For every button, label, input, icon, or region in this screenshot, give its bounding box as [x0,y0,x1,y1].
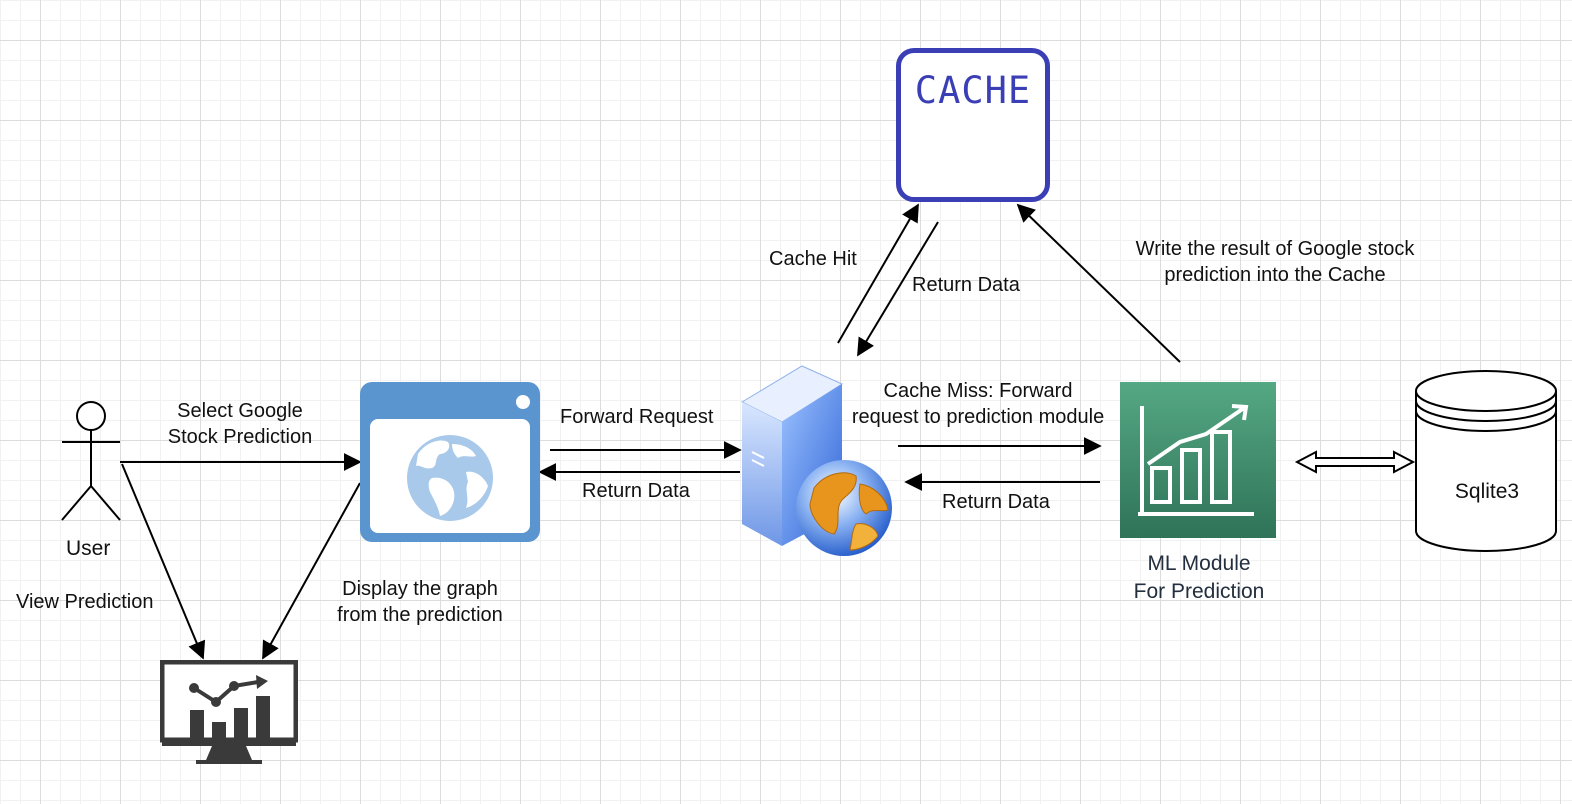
cache-hit-label: Cache Hit [769,248,857,270]
select-label-line1: Select Google [177,400,303,422]
cache-miss-label-line1: Cache Miss: Forward [883,380,1073,402]
ml-db-link [1294,450,1416,474]
select-label-line2: Stock Prediction [167,426,313,448]
ml-label-line1: ML Module [1147,552,1251,575]
return-data-ml-label: Return Data [942,491,1050,513]
ml-label-line2: For Prediction [1133,580,1265,603]
cache-box: CACHE [896,48,1050,202]
write-cache-label-line1: Write the result of Google stock [1135,238,1415,260]
user-actor-icon [61,401,121,521]
web-server-icon [740,365,892,556]
forward-request-label: Forward Request [560,406,714,428]
cache-label: CACHE [914,69,1032,112]
write-cache-label-line2: prediction into the Cache [1164,264,1386,286]
view-prediction-label: View Prediction [16,591,154,613]
cache-miss-label-line2: request to prediction module [851,406,1105,428]
display-label-line2: from the prediction [337,604,503,626]
view-arrow [121,463,206,660]
database-cylinder-icon [1415,370,1557,552]
return-data-cache-label: Return Data [912,274,1020,296]
monitor-chart-icon [160,660,298,764]
return-data-browser-label: Return Data [582,480,690,502]
display-arrow [262,482,361,660]
write-cache-arrow [1016,203,1181,363]
display-label-line1: Display the graph [342,578,498,600]
cache-hit-arrow [837,203,919,344]
return-cache-arrow [857,221,939,357]
ml-module-icon [1120,382,1276,538]
database-label: Sqlite3 [1454,480,1520,503]
browser-window-icon [360,382,540,542]
user-label: User [66,537,111,560]
